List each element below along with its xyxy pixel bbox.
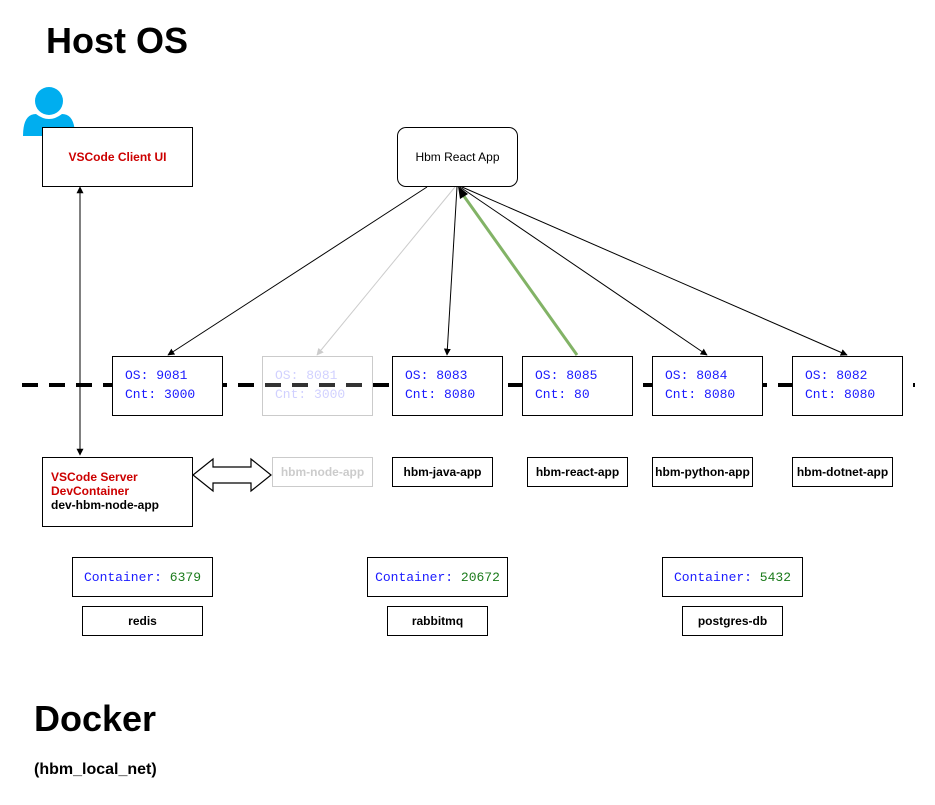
os-label: OS: <box>275 368 307 383</box>
app-box-hbm-dotnet-app[interactable]: hbm-dotnet-app <box>792 457 893 487</box>
container-port: 5432 <box>759 569 792 585</box>
container-label: Container: <box>83 569 170 585</box>
service-box-rabbitmq[interactable]: rabbitmq <box>387 606 488 636</box>
devcontainer-label: DevContainer <box>51 484 130 498</box>
cnt-label: Cnt: <box>405 387 445 402</box>
cnt-port: 8080 <box>704 387 736 402</box>
host-os-title: Host OS <box>46 20 189 61</box>
container-port-box-redis[interactable]: Container: 6379 <box>72 557 213 597</box>
port-box-9081[interactable]: OS: 9081 Cnt: 3000 <box>112 356 223 416</box>
vscode-client-label: VSCode Client UI <box>68 150 167 164</box>
react-app-label: Hbm React App <box>415 150 500 164</box>
os-label: OS: <box>125 368 157 383</box>
app-name: hbm-react-app <box>535 465 620 479</box>
app-box-hbm-react-app[interactable]: hbm-react-app <box>527 457 628 487</box>
port-box-8085[interactable]: OS: 8085 Cnt: 80 <box>522 356 633 416</box>
cnt-port: 3000 <box>164 387 196 402</box>
os-port: 8083 <box>436 368 468 383</box>
arrow-to-8081 <box>316 186 456 356</box>
cnt-port: 3000 <box>314 387 346 402</box>
os-port: 8084 <box>696 368 728 383</box>
port-box-8082[interactable]: OS: 8082 Cnt: 8080 <box>792 356 903 416</box>
container-port: 6379 <box>169 569 202 585</box>
service-box-postgres-db[interactable]: postgres-db <box>682 606 783 636</box>
app-name: hbm-node-app <box>280 465 365 479</box>
os-port: 8085 <box>566 368 598 383</box>
arrow-to-8084 <box>459 186 708 356</box>
cnt-port: 8080 <box>444 387 476 402</box>
service-name: postgres-db <box>697 614 768 628</box>
arrow-to-8083 <box>443 186 458 356</box>
app-box-hbm-node-app[interactable]: hbm-node-app <box>272 457 373 487</box>
arrow-to-9081 <box>167 186 428 356</box>
service-box-redis[interactable]: redis <box>82 606 203 636</box>
container-port-box-postgres[interactable]: Container: 5432 <box>662 557 803 597</box>
app-name: hbm-python-app <box>655 465 750 479</box>
react-served-arrow <box>459 191 579 356</box>
os-port: 9081 <box>156 368 188 383</box>
vscode-server-box[interactable]: VSCode Server DevContainer dev-hbm-node-… <box>42 457 193 527</box>
cnt-port: 8080 <box>844 387 876 402</box>
os-port: 8082 <box>836 368 868 383</box>
cnt-label: Cnt: <box>665 387 705 402</box>
app-box-hbm-python-app[interactable]: hbm-python-app <box>652 457 753 487</box>
app-name: hbm-dotnet-app <box>796 465 889 479</box>
service-name: rabbitmq <box>411 614 464 628</box>
os-label: OS: <box>535 368 567 383</box>
port-box-8081[interactable]: OS: 8081 Cnt: 3000 <box>262 356 373 416</box>
app-box-hbm-java-app[interactable]: hbm-java-app <box>392 457 493 487</box>
arrow-to-8082 <box>461 186 848 356</box>
react-app-box[interactable]: Hbm React App <box>397 127 518 187</box>
cnt-label: Cnt: <box>805 387 845 402</box>
os-label: OS: <box>665 368 697 383</box>
container-port: 20672 <box>460 569 500 585</box>
port-box-8084[interactable]: OS: 8084 Cnt: 8080 <box>652 356 763 416</box>
network-name: (hbm_local_net) <box>34 761 157 778</box>
container-label: Container: <box>673 569 760 585</box>
mount-double-arrow <box>192 457 272 493</box>
os-port: 8081 <box>306 368 338 383</box>
cnt-port: 80 <box>574 387 590 402</box>
service-name: redis <box>128 614 157 628</box>
cnt-label: Cnt: <box>125 387 165 402</box>
react-served-arrowhead <box>458 186 468 199</box>
docker-title: Docker <box>34 698 157 739</box>
devcontainer-name: dev-hbm-node-app <box>51 498 159 512</box>
vscode-client-box[interactable]: VSCode Client UI <box>42 127 193 187</box>
app-name: hbm-java-app <box>403 465 482 479</box>
cnt-label: Cnt: <box>275 387 315 402</box>
container-label: Container: <box>375 569 461 585</box>
port-box-8083[interactable]: OS: 8083 Cnt: 8080 <box>392 356 503 416</box>
vscode-server-label: VSCode Server <box>51 470 138 484</box>
os-label: OS: <box>405 368 437 383</box>
os-label: OS: <box>805 368 837 383</box>
cnt-label: Cnt: <box>535 387 575 402</box>
container-port-box-rabbitmq[interactable]: Container: 20672 <box>367 557 508 597</box>
